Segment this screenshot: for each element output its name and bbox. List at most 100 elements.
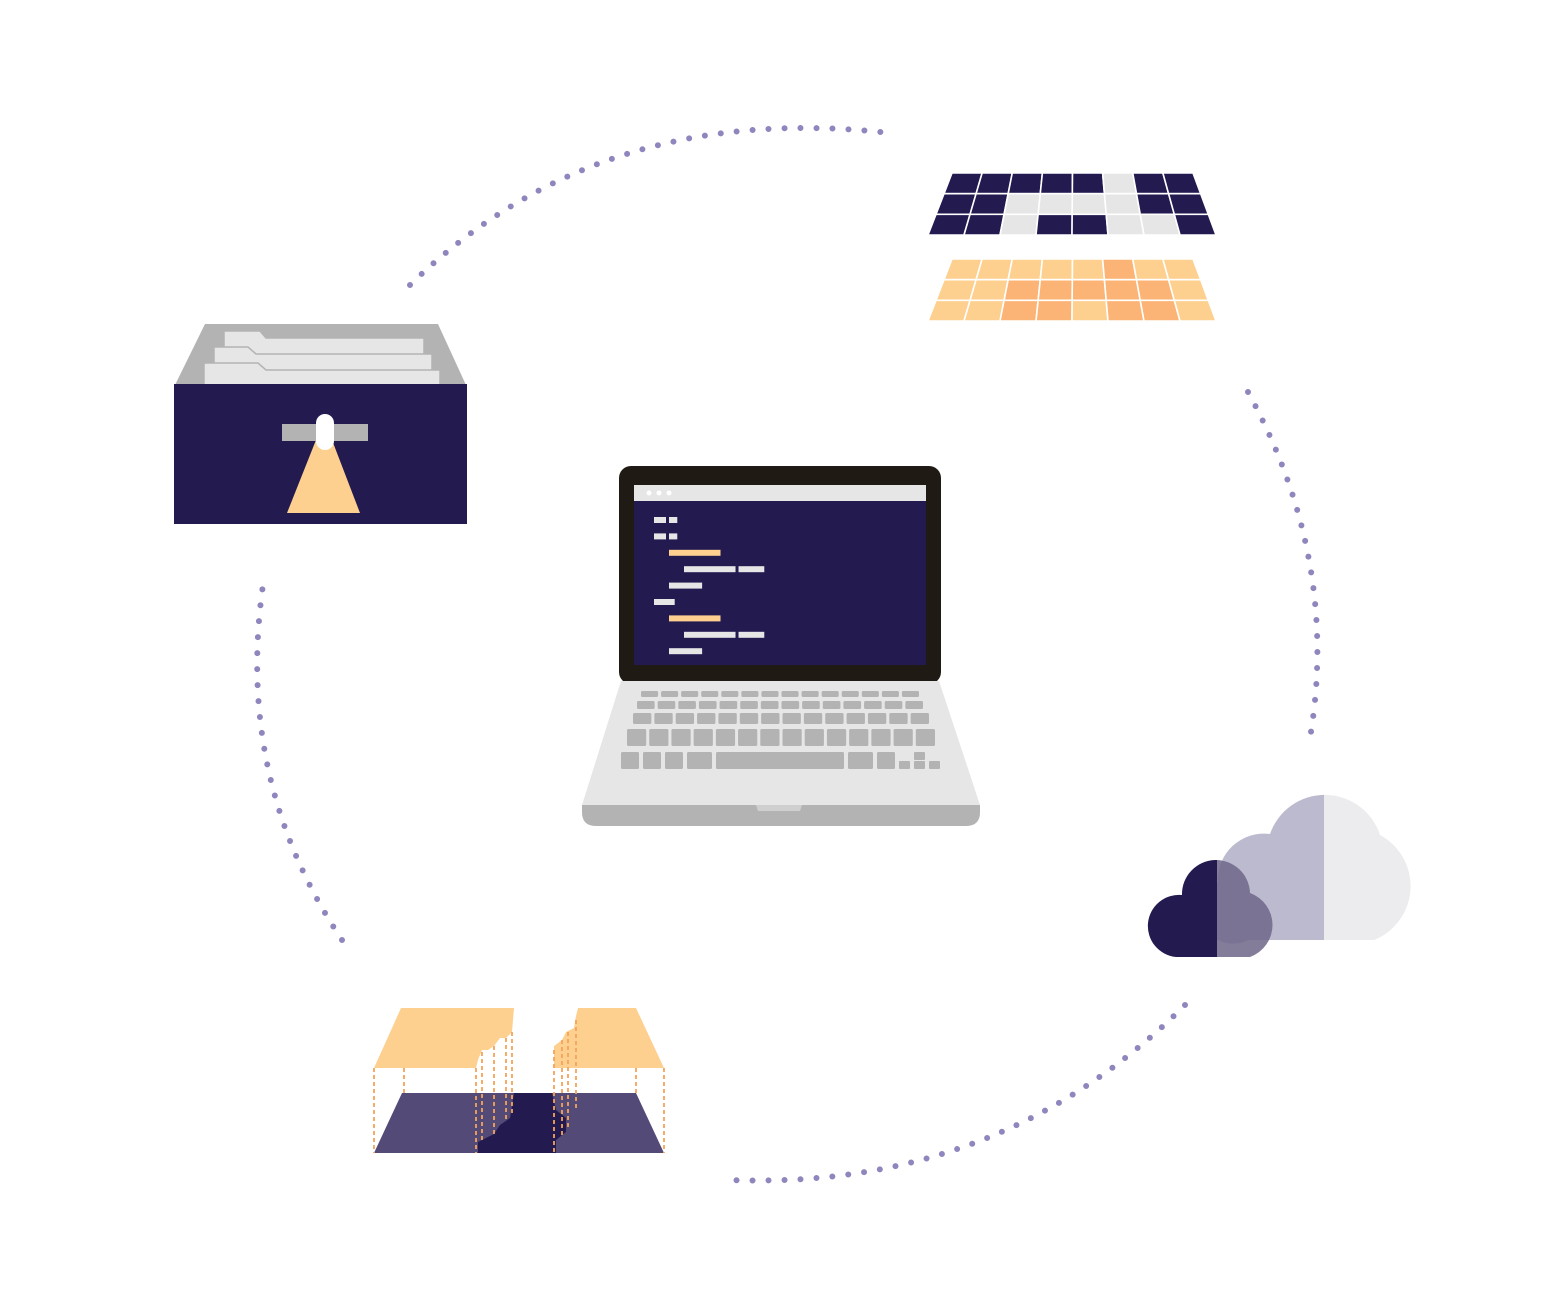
keyboard-key [802,701,820,709]
code-line-segment [669,615,721,622]
keyboard-key [721,691,739,697]
keyboard-key [781,691,799,697]
terrain-valley-shadow [478,1093,566,1153]
raster-cell [1071,278,1108,302]
keyboard-key [678,701,696,709]
projection-lines [373,1020,665,1153]
raster-cell [975,258,1014,281]
raster-cell [1071,213,1109,236]
raster-cell [1035,213,1073,236]
keyboard-key [621,752,639,769]
raster-cell [1071,192,1108,216]
laptop-notch [756,805,802,811]
code-line-segment [684,566,736,573]
keyboard-key [671,729,691,746]
code-line-segment [669,648,703,655]
arc-terrain-to-drawer [254,582,345,943]
keyboard-key [893,729,913,746]
raster-cell [926,213,972,236]
drawer-handle-knob [316,414,334,450]
keyboard-key [846,713,865,724]
raster-cell [1105,213,1145,236]
raster-layer-bottom [926,258,1218,322]
code-line-segment [654,599,675,605]
keyboard-key [649,729,669,746]
keyboard-key [760,701,779,709]
file-drawer-icon [174,324,467,524]
raster-cell [1003,192,1042,216]
keyboard-key [715,729,736,746]
drawer-label-tag [287,440,360,513]
keyboard-key [889,713,908,724]
keyboard-key [782,713,801,724]
keyboard-key [871,729,891,746]
code-line-segment [738,566,765,573]
keyboard-key [910,713,929,724]
raster-cell [1161,172,1202,195]
code-line-segment [654,517,666,523]
raster-cell [1173,213,1218,236]
keyboard-key [665,752,683,769]
raster-cell [934,278,978,302]
terrain-top-left [374,1008,514,1068]
raster-cell [1039,258,1074,281]
keyboard-key [848,752,873,769]
laptop-icon [582,466,980,826]
keyboard-key [681,691,699,697]
keyboard-spacebar [716,752,844,769]
keyboard-key [781,701,800,709]
keyboard-key [915,729,935,746]
raster-cell [1103,278,1142,302]
raster-cell [1007,258,1044,281]
keyboard-key [877,752,895,769]
keyboard-key [849,729,869,746]
keyboard-key [825,713,844,724]
keyboard-key [719,701,738,709]
arc-drawer-to-raster [407,125,893,288]
arrow-key [914,752,925,760]
keyboard-key [741,691,759,697]
code-line-segment [669,533,678,540]
raster-cell [1167,192,1210,216]
keyboard-key [738,729,758,746]
keyboard-key [687,752,712,769]
raster-cell [1167,278,1210,302]
keyboard-key [739,713,759,724]
keyboard-key [901,691,919,697]
keyboard-key [657,701,676,709]
code-line-segment [669,549,721,556]
keyboard-key [627,729,647,746]
keyboard-key [843,701,862,709]
keyboard-key [804,729,824,746]
keyboard-key [740,701,758,709]
terrain-projection-icon [373,1008,665,1153]
keyboard-key [637,701,655,709]
keyboard-key [761,691,779,697]
raster-cell [1101,172,1138,195]
raster-cell [1139,213,1182,236]
arrow-key [929,761,940,769]
keyboard-key [701,691,719,697]
keyboard-key [905,701,923,709]
raster-cell [975,172,1014,195]
keyboard-key [761,713,780,724]
raster-cell [1173,299,1218,322]
keyboard-key [881,691,899,697]
keyboard-key [641,691,659,697]
keyboard-key [697,713,716,724]
laptop-window-bar [634,485,926,501]
raster-cell [1071,258,1106,281]
arc-raster-to-cloud [1245,389,1321,741]
code-line-segment [669,582,703,589]
keyboard-key [698,701,717,709]
raster-cell [968,192,1010,216]
keyboard-key [693,729,713,746]
raster-cell [962,299,1006,322]
keyboard-key [867,713,887,724]
keyboard-key [675,713,695,724]
raster-cell [999,213,1040,236]
keyboard-key [841,691,859,697]
keyboard-key [803,713,823,724]
